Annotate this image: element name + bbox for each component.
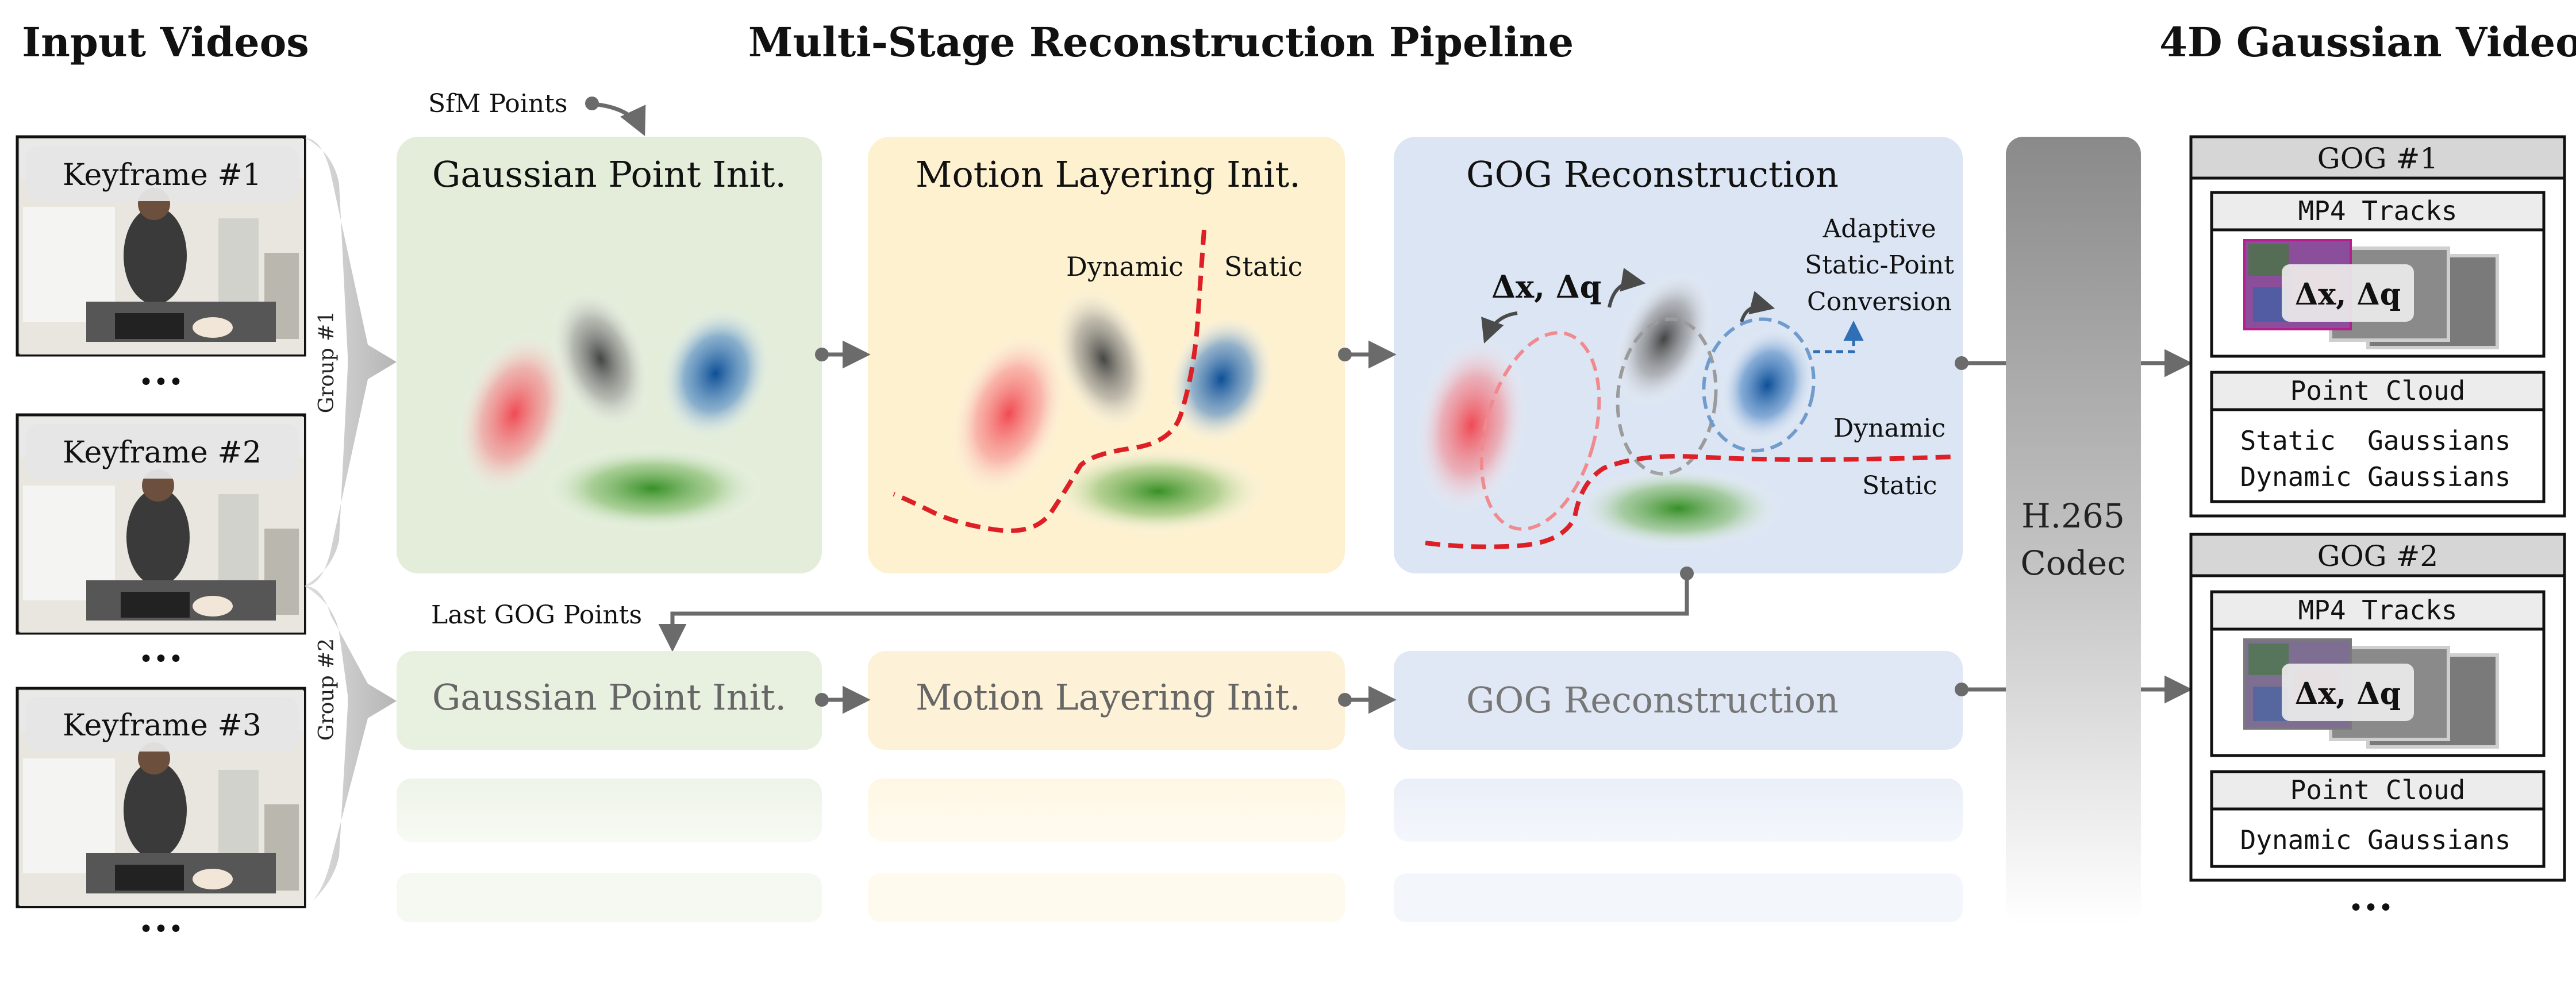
- output-title: 4D Gaussian Video: [2159, 18, 2576, 66]
- keyframe-2-label-bg: [26, 424, 299, 479]
- motion-boundary-1: [893, 229, 1206, 533]
- feedback-arrow: [658, 575, 1689, 652]
- keyframe-3: Keyframe #3 •••: [16, 687, 306, 944]
- gaussian-red: [455, 330, 574, 497]
- group-2-fan: Group #2: [305, 586, 397, 908]
- sfm-points-annotation: SfM Points: [428, 89, 646, 136]
- gaussian-blue: [659, 306, 772, 441]
- keyframe-1: Keyframe #1 •••: [16, 135, 306, 397]
- input-videos: Keyframe #1 ••• Keyframe #2 •••: [16, 135, 306, 944]
- adaptive-label-line-2: Static-Point: [1805, 251, 1954, 280]
- stage-gaussian-init-1-title: Gaussian Point Init.: [432, 153, 786, 195]
- sfm-points-arrow: [597, 102, 646, 136]
- input-videos-title: Input Videos: [22, 18, 309, 66]
- stage-gaussian-init-2: [397, 651, 822, 750]
- gaussian-blue: [1719, 326, 1816, 444]
- gog-1-cloud-line-1: Static Gaussians: [2240, 425, 2511, 456]
- dynamic-label-2: Dynamic: [1833, 414, 1946, 443]
- gaussian-gray: [1053, 287, 1154, 431]
- gaussian-gray: [550, 287, 651, 431]
- adaptive-label-line-1: Adaptive: [1823, 214, 1936, 244]
- stage-gaussian-init-2-title: Gaussian Point Init.: [432, 676, 786, 718]
- gaussian-green: [1575, 468, 1782, 549]
- gaussian-blue-outline: [1702, 317, 1816, 453]
- gog-output-2: GOG #2 MP4 Tracks Δx, Δq Point Cloud Dyn…: [2189, 533, 2566, 882]
- static-label-2: Static: [1862, 471, 1937, 500]
- gog-2-tracks-label: MP4 Tracks: [2298, 595, 2458, 626]
- sfm-points-dot: [585, 97, 599, 110]
- group-1-fan: Group #1: [305, 138, 397, 586]
- keyframe-3-label: Keyframe #3: [63, 708, 262, 743]
- gog-1-cloud-line-2: Dynamic Gaussians: [2240, 461, 2511, 492]
- row-2-stages: Gaussian Point Init. Motion Layering Ini…: [397, 651, 2193, 750]
- gog-1-tracks-label: MP4 Tracks: [2298, 195, 2458, 226]
- stage-gog-reconstruction-2: [1394, 651, 1963, 750]
- stage-gaussian-init-1: Gaussian Point Init.: [397, 137, 822, 573]
- keyframe-2-label: Keyframe #2: [63, 436, 262, 470]
- keyframe-1-label-bg: [26, 147, 299, 201]
- stage-motion-layering-2: [868, 651, 1345, 750]
- motion-boundary-2: [1425, 454, 1955, 549]
- gaussian-green: [1049, 448, 1267, 534]
- last-gog-points-feedback: Last GOG Points: [431, 567, 1694, 652]
- pipeline-title: Multi-Stage Reconstruction Pipeline: [748, 18, 1574, 66]
- output-ellipsis: •••: [2348, 893, 2393, 923]
- gog-output-1: GOG #1 MP4 Tracks Δx, Δq Point Cloud Sta…: [2189, 135, 2566, 518]
- codec-label-line-2: Codec: [2020, 544, 2125, 583]
- gaussian-gray: [1614, 271, 1714, 407]
- rotation-arrow-icon: [1481, 311, 1518, 344]
- sfm-points-label: SfM Points: [428, 89, 567, 118]
- adaptive-label-line-3: Conversion: [1807, 287, 1952, 317]
- stage-gog-reconstruction-1-title: GOG Reconstruction: [1466, 153, 1839, 195]
- ellipsis-2: •••: [139, 645, 183, 674]
- keyframe-2: Keyframe #2 •••: [16, 413, 306, 674]
- ellipsis-3: •••: [139, 915, 183, 944]
- stage-motion-layering-2-title: Motion Layering Init.: [916, 676, 1301, 718]
- gog-2-cloud-label: Point Cloud: [2290, 774, 2466, 806]
- gog-1-cloud-label: Point Cloud: [2290, 375, 2466, 406]
- faded-rows: [397, 779, 1963, 922]
- gog-2-title: GOG #2: [2317, 540, 2438, 573]
- stage-motion-layering-1: Motion Layering Init. Dynamic Static: [868, 137, 1345, 573]
- gog-2-delta: Δx, Δq: [2295, 676, 2401, 711]
- delta-badge-1: [2282, 264, 2414, 322]
- gaussian-green: [540, 445, 764, 531]
- group-2-label: Group #2: [315, 638, 339, 741]
- static-label-1: Static: [1224, 251, 1302, 282]
- gog-2-cloud-line-1: Dynamic Gaussians: [2240, 824, 2511, 856]
- gaussian-red: [949, 330, 1068, 497]
- rotation-arrow-icon: [1608, 268, 1646, 308]
- delta-label-1: Δx, Δq: [1491, 268, 1601, 305]
- stage-motion-layering-1-title: Motion Layering Init.: [916, 153, 1301, 195]
- codec-block: H.265 Codec: [2006, 137, 2141, 924]
- gog-1-delta: Δx, Δq: [2295, 277, 2401, 312]
- keyframe-3-label-bg: [26, 697, 299, 752]
- last-gog-points-label: Last GOG Points: [431, 600, 642, 630]
- stage-gog-reconstruction-1: GOG Reconstruction Δx, Δq Adaptive Stati…: [1394, 137, 1963, 573]
- gog-1-title: GOG #1: [2317, 142, 2438, 175]
- gaussian-red: [1415, 337, 1528, 514]
- rotation-arrow-icon: [1740, 291, 1775, 322]
- keyframe-1-label: Keyframe #1: [63, 158, 262, 192]
- stage-gog-reconstruction-2-title: GOG Reconstruction: [1466, 679, 1839, 721]
- static-conversion-arrow-icon: [1813, 321, 1864, 353]
- delta-badge-2: [2282, 664, 2414, 721]
- group-1-label: Group #1: [315, 311, 339, 413]
- codec-label-line-1: H.265: [2021, 496, 2125, 535]
- dynamic-label-1: Dynamic: [1066, 251, 1183, 282]
- gaussian-red-outline: [1479, 331, 1601, 531]
- ellipsis-1: •••: [139, 368, 183, 397]
